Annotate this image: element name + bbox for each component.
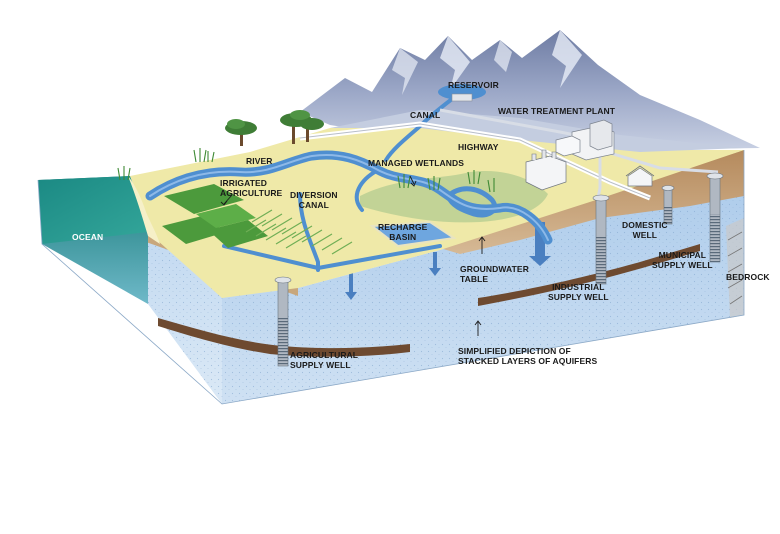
- label-aquifer-note-line-1: SIMPLIFIED DEPICTION OF: [458, 346, 571, 356]
- label-diversion-canal-line-1: DIVERSION: [290, 190, 338, 200]
- label-domestic-well: DOMESTIC WELL: [622, 220, 668, 240]
- domestic-well: [661, 185, 675, 225]
- label-bedrock: BEDROCK: [726, 272, 770, 282]
- label-groundwater-table: GROUNDWATER TABLE: [460, 264, 529, 284]
- label-industrial-supply-well-line-1: INDUSTRIAL: [552, 282, 605, 292]
- label-groundwater-table-line-1: GROUNDWATER: [460, 264, 529, 274]
- label-diversion-canal-line-2: CANAL: [298, 200, 329, 210]
- label-agricultural-supply-well-line-1: AGRICULTURAL: [290, 350, 359, 360]
- municipal-supply-well: [706, 172, 724, 263]
- label-irrigated-agriculture: IRRIGATED AGRICULTURE: [220, 178, 282, 198]
- reservoir: [438, 84, 486, 102]
- label-municipal-supply-well-line-1: MUNICIPAL: [658, 250, 707, 260]
- label-canal: CANAL: [410, 110, 441, 120]
- label-municipal-supply-well-line-2: SUPPLY WELL: [652, 260, 713, 270]
- recharge-basin: [369, 220, 457, 248]
- highway: [299, 121, 651, 201]
- label-reservoir: RESERVOIR: [448, 80, 499, 90]
- trees: [225, 110, 324, 146]
- foothills: [330, 110, 744, 152]
- label-industrial-supply-well-line-2: SUPPLY WELL: [548, 292, 609, 302]
- label-aquifer-note-line-2: STACKED LAYERS OF AQUIFERS: [458, 356, 598, 366]
- label-irrigated-agriculture-line-2: AGRICULTURE: [220, 188, 283, 198]
- label-recharge-basin-line-1: RECHARGE: [378, 222, 428, 232]
- industrial-supply-well: [592, 194, 610, 285]
- label-ocean: OCEAN: [72, 232, 104, 242]
- label-domestic-well-line-1: DOMESTIC: [622, 220, 668, 230]
- domestic-house: [625, 165, 655, 187]
- label-highway: HIGHWAY: [458, 142, 499, 152]
- marsh-reeds: [117, 148, 495, 193]
- industrial-building: [525, 149, 567, 191]
- label-industrial-supply-well: INDUSTRIAL SUPPLY WELL: [548, 282, 609, 302]
- label-groundwater-table-line-2: TABLE: [460, 274, 489, 284]
- agricultural-supply-well: [274, 276, 292, 367]
- label-irrigated-agriculture-line-1: IRRIGATED: [220, 178, 268, 188]
- bedrock-zone: [726, 218, 744, 318]
- label-water-treatment-plant: WATER TREATMENT PLANT: [498, 106, 615, 116]
- label-recharge-basin-line-2: BASIN: [389, 232, 417, 242]
- crop-rows: [245, 209, 353, 255]
- label-domestic-well-line-2: WELL: [632, 230, 658, 240]
- label-diversion-canal: DIVERSION CANAL: [290, 190, 338, 210]
- label-agricultural-supply-well: AGRICULTURAL SUPPLY WELL: [290, 350, 358, 370]
- ocean: [38, 176, 148, 304]
- infiltration-arrows: [345, 222, 551, 300]
- irrigated-fields: [162, 184, 268, 248]
- label-river: RIVER: [246, 156, 273, 166]
- label-municipal-supply-well: MUNICIPAL SUPPLY WELL: [652, 250, 713, 270]
- river-system: [145, 94, 553, 272]
- label-agricultural-supply-well-line-2: SUPPLY WELL: [290, 360, 351, 370]
- block-outline: [37, 150, 745, 405]
- leader-arrows: [220, 175, 486, 336]
- water-treatment-plant: [555, 119, 615, 161]
- label-recharge-basin: RECHARGE BASIN: [378, 222, 427, 242]
- label-aquifer-note: SIMPLIFIED DEPICTION OF STACKED LAYERS O…: [458, 346, 597, 366]
- label-managed-wetlands: MANAGED WETLANDS: [368, 158, 465, 168]
